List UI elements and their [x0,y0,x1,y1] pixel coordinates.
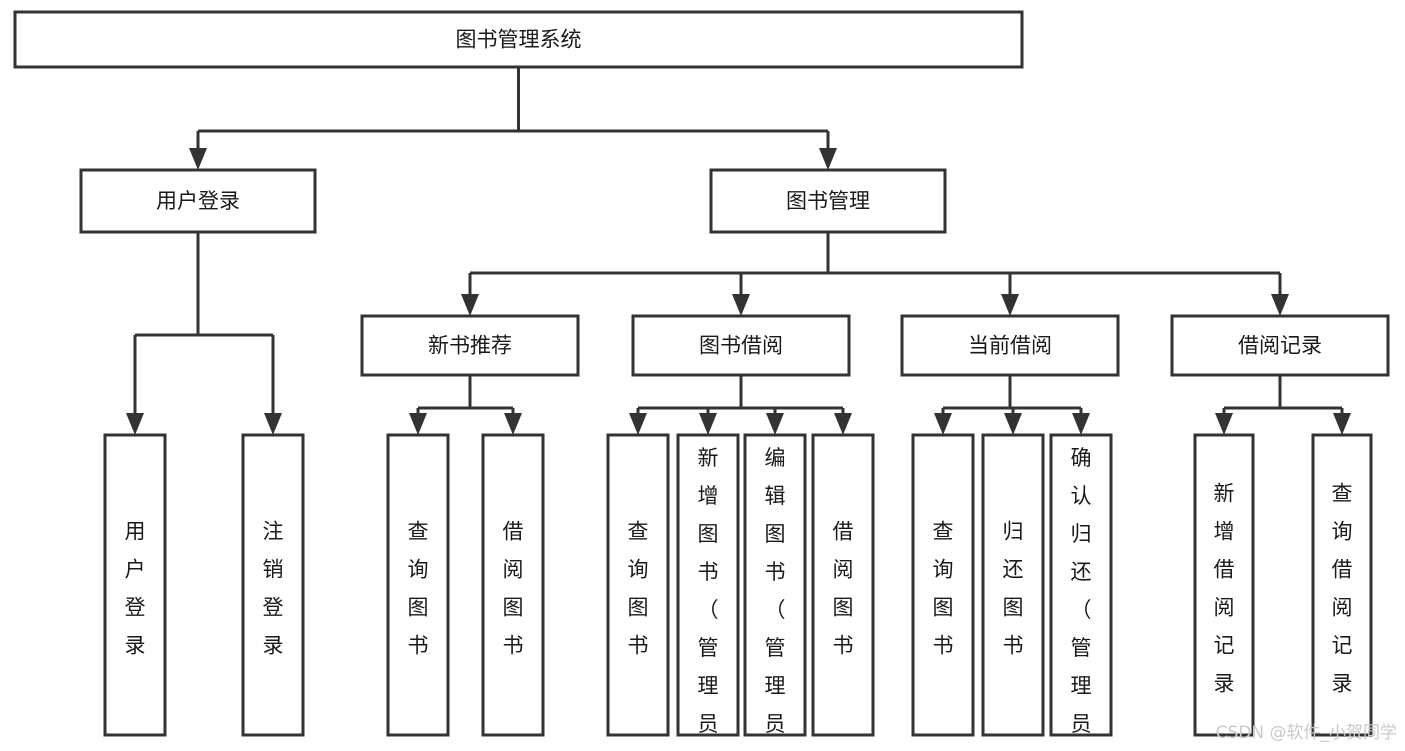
node-label: 注销登录 [263,520,284,658]
node-label: 图书管理系统 [456,28,582,52]
node-label: 用户登录 [156,189,240,213]
node-rect [103,433,167,737]
node-rect [360,314,580,377]
node-label: 归还图书 [1003,520,1024,658]
node-leaf-查询图书[interactable]: 查询图书 [386,433,450,737]
node-level3-借阅记录[interactable]: 借阅记录 [1170,314,1390,377]
csdn-watermark: CSDN @软件_小贺同学 [1215,723,1397,743]
arrow-head-icon [1072,413,1090,435]
arrow-head-icon [1004,413,1022,435]
node-level2-用户登录[interactable]: 用户登录 [79,168,317,234]
node-level3-当前借阅[interactable]: 当前借阅 [900,314,1120,377]
node-rect [631,314,851,377]
node-label: 新增图书（管理员） [698,446,719,747]
node-leaf-新增图书（管理员）[interactable]: 新增图书（管理员） [676,433,740,751]
node-level2-图书管理[interactable]: 图书管理 [709,168,947,234]
node-label: 用户登录 [125,520,146,658]
node-leaf-借阅图书[interactable]: 借阅图书 [481,433,545,737]
node-leaf-借阅图书[interactable]: 借阅图书 [811,433,875,737]
node-rect [709,168,947,234]
node-leaf-用户登录[interactable]: 用户登录 [103,433,167,737]
node-rect [13,10,1024,69]
arrow-head-icon [1001,294,1019,316]
node-label: 查询借阅记录 [1332,482,1353,696]
node-label: 图书管理 [786,189,870,213]
node-level3-图书借阅[interactable]: 图书借阅 [631,314,851,377]
arrow-head-icon [189,148,207,170]
node-rect [1170,314,1390,377]
arrow-head-icon [834,413,852,435]
node-root-图书管理系统[interactable]: 图书管理系统 [13,10,1024,69]
node-rect [981,433,1045,737]
arrow-head-icon [1271,294,1289,316]
node-rect [481,433,545,737]
node-label: 新增借阅记录 [1214,482,1235,696]
node-rect [606,433,670,737]
arrow-head-icon [409,413,427,435]
node-label: 借阅图书 [503,520,524,658]
node-rect [900,314,1120,377]
node-rect [676,433,740,737]
arrow-head-icon [1333,413,1351,435]
node-leaf-归还图书[interactable]: 归还图书 [981,433,1045,737]
node-rect [911,433,975,737]
node-rect [79,168,317,234]
node-rect [1049,433,1113,737]
node-rect [1311,433,1373,737]
node-leaf-编辑图书（管理员）[interactable]: 编辑图书（管理员） [743,433,807,751]
node-label: 图书借阅 [699,334,783,358]
node-label: 查询图书 [628,520,649,658]
node-leaf-新增借阅记录[interactable]: 新增借阅记录 [1193,433,1255,737]
node-leaf-查询借阅记录[interactable]: 查询借阅记录 [1311,433,1373,737]
node-label: 当前借阅 [968,334,1052,358]
node-rect [811,433,875,737]
node-label: 新书推荐 [428,334,512,358]
node-label: 借阅图书 [833,520,854,658]
arrow-head-icon [766,413,784,435]
node-leaf-查询图书[interactable]: 查询图书 [911,433,975,737]
node-rect [386,433,450,737]
node-rect [241,433,305,737]
arrow-head-icon [1215,413,1233,435]
arrow-head-icon [504,413,522,435]
node-label: 查询图书 [408,520,429,658]
node-label: 确认归还（管理员） [1071,446,1092,747]
arrow-head-icon [819,148,837,170]
node-label: 借阅记录 [1238,334,1322,358]
node-rect [1193,433,1255,737]
node-rect [743,433,807,737]
node-leaf-查询图书[interactable]: 查询图书 [606,433,670,737]
node-leaf-确认归还（管理员）[interactable]: 确认归还（管理员） [1049,433,1113,751]
arrow-head-icon [264,413,282,435]
node-label: 查询图书 [933,520,954,658]
node-leaf-注销登录[interactable]: 注销登录 [241,433,305,737]
arrow-head-icon [629,413,647,435]
arrow-head-icon [461,294,479,316]
arrow-head-icon [934,413,952,435]
node-level3-新书推荐[interactable]: 新书推荐 [360,314,580,377]
arrow-head-icon [126,413,144,435]
arrow-head-icon [732,294,750,316]
arrow-head-icon [699,413,717,435]
